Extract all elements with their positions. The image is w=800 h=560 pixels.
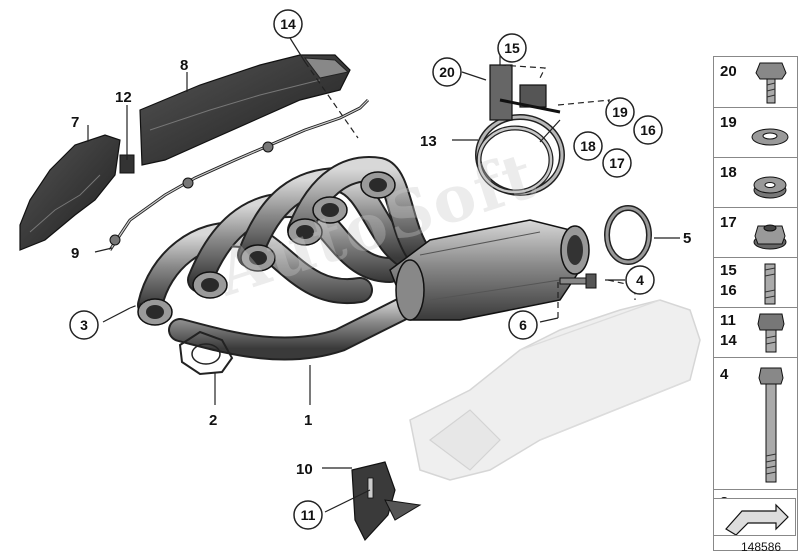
spacer-icon: [753, 176, 787, 199]
callout-14: 14: [273, 9, 303, 39]
callout-6: 6: [508, 310, 538, 340]
strap-9: [108, 98, 370, 251]
svg-text:19: 19: [612, 104, 628, 120]
bolt-icon: [755, 62, 787, 104]
legend-number: 20: [720, 63, 737, 80]
svg-text:11: 11: [301, 507, 316, 523]
legend-number: 11: [720, 312, 736, 329]
nut-icon: [753, 224, 787, 250]
legend-cell-stud: 15 16: [714, 257, 797, 307]
arrow-icon: [725, 503, 789, 536]
svg-text:18: 18: [580, 138, 596, 154]
callout-16: 16: [633, 115, 663, 145]
label-7: 7: [71, 114, 79, 131]
legend-cell-spacer: 18: [714, 157, 797, 207]
callout-4: 4: [625, 265, 655, 295]
svg-text:4: 4: [636, 272, 644, 288]
label-5: 5: [683, 230, 691, 247]
legend-cell-hex-bolt: 11 14: [714, 307, 797, 357]
svg-text:15: 15: [504, 40, 520, 56]
legend-number: 17: [720, 214, 737, 231]
label-1: 1: [304, 412, 312, 429]
legend-number: 4: [720, 366, 729, 383]
catalytic-converter: [389, 219, 590, 321]
label-2: 2: [209, 412, 217, 429]
hex-bolt-icon: [757, 313, 785, 353]
svg-text:16: 16: [640, 122, 656, 138]
callout-19: 19: [605, 97, 635, 127]
diagram-id: 148586: [741, 540, 782, 554]
clamp-13: [475, 64, 565, 196]
legend-number: 15: [720, 262, 737, 279]
svg-text:17: 17: [609, 155, 625, 171]
label-9: 9: [71, 245, 79, 262]
svg-text:14: 14: [280, 16, 296, 32]
long-bolt-icon: [758, 367, 784, 483]
exhaust-manifold-1: [137, 156, 433, 361]
callout-20: 20: [432, 57, 462, 87]
fastener-legend: 20 19 18 17 15 16: [713, 56, 798, 551]
callout-11: 11: [293, 500, 323, 530]
legend-number: 14: [720, 332, 737, 349]
legend-cell-collar-nut: 17: [714, 207, 797, 257]
legend-number: 16: [720, 282, 737, 299]
label-10: 10: [296, 461, 313, 478]
callout-18: 18: [573, 131, 603, 161]
washer-icon: [751, 128, 789, 146]
label-13: 13: [420, 133, 437, 150]
sealing-ring-5: [604, 205, 652, 265]
legend-cell-washer: 19: [714, 107, 797, 157]
svg-text:6: 6: [519, 317, 527, 333]
legend-number: 19: [720, 114, 737, 131]
callout-17: 17: [602, 148, 632, 178]
gasket-2: [178, 330, 234, 376]
legend-cell-long-bolt: 4: [714, 357, 797, 489]
legend-cell-bolt: 20: [714, 57, 797, 107]
bolt-6: [559, 273, 597, 289]
svg-text:3: 3: [80, 317, 88, 333]
heat-shield-7: [19, 134, 121, 251]
ghost-exhaust-pipe: [409, 299, 701, 481]
stud-icon: [764, 263, 776, 305]
label-8: 8: [180, 57, 188, 74]
callout-15: 15: [497, 33, 527, 63]
legend-number: 18: [720, 164, 737, 181]
label-12: 12: [115, 89, 132, 106]
bracket-10: [351, 461, 422, 542]
heat-shield-8: [139, 54, 351, 166]
callout-3: 3: [69, 310, 99, 340]
svg-text:20: 20: [439, 64, 455, 80]
legend-cell-arrow: [713, 498, 796, 536]
